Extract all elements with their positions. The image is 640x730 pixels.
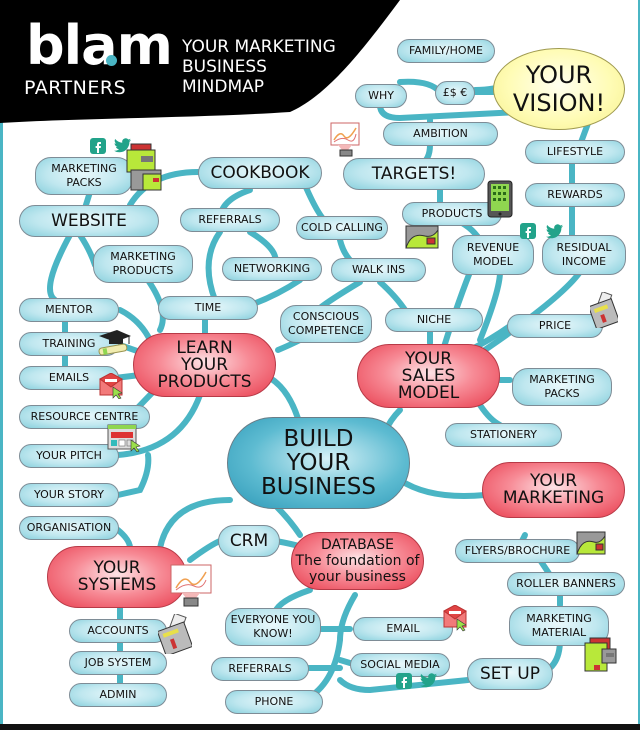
node-resource-centre[interactable]: RESOURCE CENTRE xyxy=(19,405,150,429)
node-residual-income[interactable]: RESIDUAL INCOME xyxy=(542,235,626,275)
node-revenue-model[interactable]: REVENUE MODEL xyxy=(452,235,534,275)
node-stationery[interactable]: STATIONERY xyxy=(445,423,562,447)
node-website[interactable]: WEBSITE xyxy=(19,205,159,237)
twitter-icon xyxy=(546,224,563,239)
facebook-icon xyxy=(520,223,536,239)
node-referrals-top[interactable]: REFERRALS xyxy=(180,208,280,232)
node-cold-calling[interactable]: COLD CALLING xyxy=(296,216,388,240)
node-rewards[interactable]: REWARDS xyxy=(525,183,625,207)
facebook-icon xyxy=(396,673,412,689)
cash-register-icon xyxy=(158,614,192,654)
header-title-line-3: MINDMAP xyxy=(182,77,265,97)
node-marketing-material[interactable]: MARKETING MATERIAL xyxy=(509,606,609,646)
header-background xyxy=(0,0,400,123)
hub-your-systems[interactable]: YOUR SYSTEMS xyxy=(47,546,187,608)
header-title-line-1: YOUR MARKETING xyxy=(182,37,336,57)
envelope-icon xyxy=(99,373,123,399)
node-marketing-products[interactable]: MARKETING PRODUCTS xyxy=(93,245,193,283)
hub-build-your-business[interactable]: BUILD YOUR BUSINESS xyxy=(227,417,410,509)
node-marketing-packs-sales[interactable]: MARKETING PACKS xyxy=(512,368,612,406)
node-currency[interactable]: £$ € xyxy=(435,81,475,105)
logo-sub: PARTNERS xyxy=(24,77,127,99)
node-price[interactable]: PRICE xyxy=(507,314,603,338)
node-family-home[interactable]: FAMILY/HOME xyxy=(397,39,495,63)
envelope-icon xyxy=(443,605,467,632)
graduation-cap-icon xyxy=(98,330,131,356)
node-your-story[interactable]: YOUR STORY xyxy=(19,483,119,507)
cash-register-icon xyxy=(590,292,618,328)
facebook-icon xyxy=(90,138,106,154)
chart-monitor-icon xyxy=(170,564,212,607)
header-title-line-2: BUSINESS xyxy=(182,57,267,77)
node-targets[interactable]: TARGETS! xyxy=(343,158,485,190)
hub-your-marketing[interactable]: YOUR MARKETING xyxy=(482,462,625,518)
node-cookbook[interactable]: COOKBOOK xyxy=(198,157,322,189)
node-conscious-competence[interactable]: CONSCIOUS COMPETENCE xyxy=(280,305,372,343)
node-why[interactable]: WHY xyxy=(355,84,407,108)
node-set-up[interactable]: SET UP xyxy=(467,658,553,690)
node-flyers-brochure[interactable]: FLYERS/BROCHURE xyxy=(455,539,580,563)
node-mentor[interactable]: MENTOR xyxy=(19,298,119,322)
node-crm[interactable]: CRM xyxy=(218,525,280,557)
wallet-icon xyxy=(405,225,439,249)
node-referrals-bottom[interactable]: REFERRALS xyxy=(211,657,309,681)
bottom-bar xyxy=(0,724,640,730)
twitter-icon xyxy=(420,673,437,688)
hub-your-sales-model[interactable]: YOUR SALES MODEL xyxy=(357,344,500,408)
node-accounts[interactable]: ACCOUNTS xyxy=(69,619,167,643)
tablet-icon xyxy=(487,180,513,218)
folder-pack-icon xyxy=(126,143,162,191)
node-marketing-packs-top[interactable]: MARKETING PACKS xyxy=(35,157,133,195)
hub-learn-your-products[interactable]: LEARN YOUR PRODUCTS xyxy=(133,333,276,397)
node-your-pitch[interactable]: YOUR PITCH xyxy=(19,444,119,468)
header-title: YOUR MARKETING BUSINESS MINDMAP xyxy=(182,37,336,97)
hub-your-vision[interactable]: YOUR VISION! xyxy=(493,48,625,130)
node-ambition[interactable]: AMBITION xyxy=(383,122,498,146)
node-job-system[interactable]: JOB SYSTEM xyxy=(69,651,167,675)
node-niche[interactable]: NICHE xyxy=(385,308,483,332)
twitter-icon xyxy=(114,138,131,153)
node-time[interactable]: TIME xyxy=(158,296,258,320)
wallet-icon xyxy=(576,531,606,555)
node-lifestyle[interactable]: LIFESTYLE xyxy=(525,140,625,164)
node-email[interactable]: EMAIL xyxy=(353,617,453,641)
node-phone[interactable]: PHONE xyxy=(225,690,323,714)
node-admin[interactable]: ADMIN xyxy=(69,683,167,707)
node-networking[interactable]: NETWORKING xyxy=(222,257,322,281)
chart-monitor-icon xyxy=(330,122,360,157)
node-everyone-you-know[interactable]: EVERYONE YOU KNOW! xyxy=(225,608,321,646)
node-walk-ins[interactable]: WALK INS xyxy=(331,258,426,282)
hub-database[interactable]: DATABASE The foundation of your business xyxy=(291,532,424,590)
logo-dot xyxy=(106,55,117,66)
folder-pack-icon xyxy=(584,637,617,672)
logo-word: blam xyxy=(26,14,173,77)
node-organisation[interactable]: ORGANISATION xyxy=(19,516,119,540)
browser-window-icon xyxy=(107,424,141,452)
node-roller-banners[interactable]: ROLLER BANNERS xyxy=(507,572,625,596)
